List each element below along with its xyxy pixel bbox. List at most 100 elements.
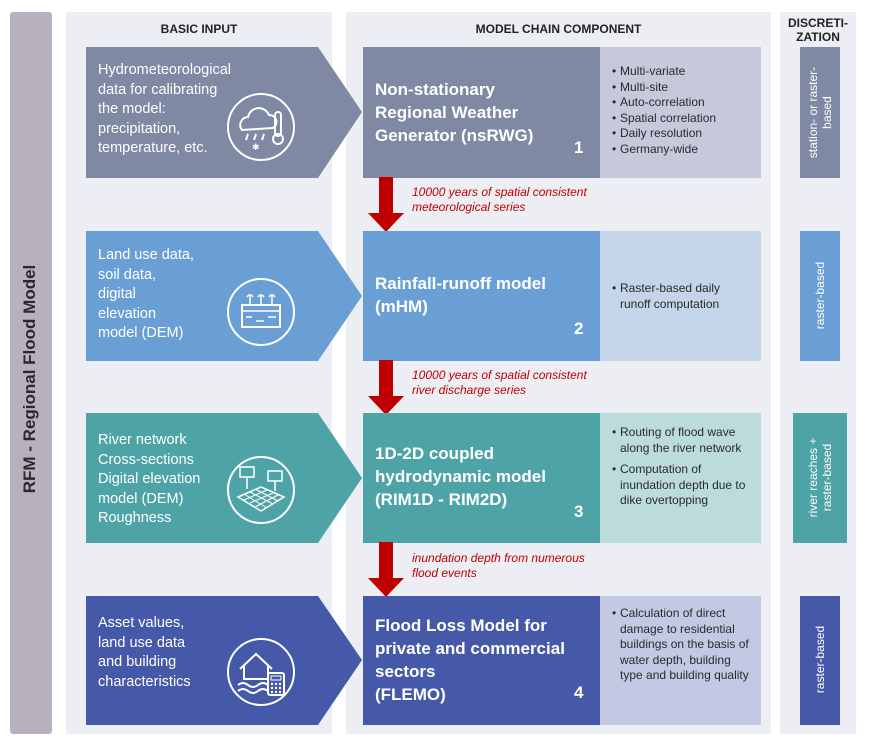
discretization-line: river reaches +	[806, 437, 820, 518]
input-box-4-shape	[86, 596, 362, 725]
component-title-4: Flood Loss Model for private and commerc…	[375, 614, 597, 706]
input-line: digital	[98, 286, 136, 302]
flow-text-2: 10000 years of spatial consistent river …	[412, 368, 712, 398]
input-line: characteristics	[98, 673, 191, 690]
component-line: Non-stationary	[375, 80, 495, 99]
discretization-line: station- or raster-	[806, 66, 820, 159]
component-number-1: 1	[574, 138, 584, 157]
component-line: (RIM1D - RIM2D)	[375, 490, 508, 509]
component-box-1	[363, 47, 600, 178]
component-details-4: Calculation of direct damage to resident…	[600, 596, 761, 725]
input-box-2-shape	[86, 231, 362, 361]
input-line: Hydrometeorological	[98, 62, 231, 78]
flow-arrow-2	[368, 360, 404, 415]
discretization-box-1: station- or raster- based	[800, 47, 840, 178]
header-model-chain: MODEL CHAIN COMPONENT	[475, 22, 642, 36]
svg-text:✱: ✱	[252, 142, 260, 152]
input-line: temperature, etc.	[98, 140, 208, 156]
discretization-box-3: river reaches + raster-based	[793, 413, 847, 543]
component-title-2: Rainfall-runoff model (mHM)	[375, 272, 590, 318]
side-title: RFM - Regional Flood Model	[20, 264, 39, 494]
discretization-box-2: raster-based	[800, 231, 840, 361]
bullet-item: Raster-based daily runoff computation	[612, 281, 751, 312]
discretization-line: raster-based	[813, 261, 827, 330]
component-box-4	[363, 596, 600, 725]
input-line: precipitation,	[98, 120, 181, 137]
bullet-item: Computation of inundation depth due to d…	[612, 462, 751, 509]
flow-line: flood events	[412, 566, 477, 580]
input-text-1: Hydrometeorological data for calibrating…	[86, 51, 306, 169]
bullet-item: Daily resolution	[612, 126, 761, 142]
input-line: elevation	[98, 305, 157, 322]
input-text-3: River network Cross-sections Digital ele…	[86, 421, 286, 539]
flow-line: river discharge series	[412, 383, 527, 397]
header-discretization-line1: DISCRETI-	[788, 16, 848, 30]
discretization-line: raster-based	[820, 443, 834, 512]
input-line: and building	[98, 654, 177, 670]
flow-line: 10000 years of spatial consistent	[412, 185, 587, 199]
input-box-1-shape	[86, 47, 362, 178]
component-number-4: 4	[574, 683, 584, 702]
bullet-item: Multi-variate	[612, 64, 761, 80]
input-text-4: Asset values, land use data and building…	[86, 604, 236, 702]
discretization-line: raster-based	[813, 625, 827, 694]
header-discretization-line2: ZATION	[796, 30, 840, 44]
component-title-3: 1D-2D coupled hydrodynamic model (RIM1D …	[375, 442, 590, 511]
flow-line: meteorological series	[412, 200, 526, 214]
bullet-item: Multi-site	[612, 80, 761, 96]
flow-line: 10000 years of spatial consistent	[412, 368, 587, 382]
input-line: Roughness	[98, 510, 172, 526]
component-details-1: Multi-variate Multi-site Auto-correlatio…	[600, 47, 761, 178]
bullet-item: Auto-correlation	[612, 95, 761, 111]
bullet-item: Routing of flood wave along the river ne…	[612, 425, 751, 456]
input-line: River network	[98, 432, 187, 448]
component-details-3: Routing of flood wave along the river ne…	[600, 413, 761, 543]
component-line: Regional Weather	[375, 103, 519, 122]
component-line: 1D-2D coupled	[375, 444, 495, 463]
discretization-label-4: raster-based	[813, 597, 827, 722]
input-line: model (DEM)	[98, 325, 184, 341]
input-text-2: Land use data, soil data, digital elevat…	[86, 236, 236, 354]
input-line: the model:	[98, 101, 166, 117]
input-line: Asset values,	[98, 615, 185, 631]
component-line: private and commercial	[375, 639, 565, 658]
side-bar	[10, 12, 52, 734]
input-line: model (DEM)	[98, 490, 184, 507]
bullet-item: Germany-wide	[612, 142, 761, 158]
flow-arrow-1	[368, 177, 404, 232]
component-line: Rainfall-runoff model	[375, 274, 546, 293]
component-line: (mHM)	[375, 297, 428, 316]
component-line: (FLEMO)	[375, 685, 446, 704]
input-line: Land use data,	[98, 247, 194, 263]
input-line: Cross-sections	[98, 451, 194, 468]
component-number-3: 3	[574, 502, 584, 521]
input-line: Digital elevation	[98, 471, 201, 487]
component-line: hydrodynamic model	[375, 467, 546, 486]
input-box-3-shape	[86, 413, 362, 543]
discretization-label-2: raster-based	[813, 233, 827, 358]
component-line: Flood Loss Model for	[375, 616, 547, 635]
component-details-2: Raster-based daily runoff computation	[600, 231, 761, 361]
component-box-2	[363, 231, 600, 361]
component-number-2: 2	[574, 319, 584, 338]
component-line: sectors	[375, 662, 436, 681]
discretization-box-4: raster-based	[800, 596, 840, 725]
discretization-line: based	[820, 96, 834, 129]
flow-text-1: 10000 years of spatial consistent meteor…	[412, 185, 712, 215]
bullet-item: Calculation of direct damage to resident…	[612, 606, 749, 684]
flow-line: inundation depth from numerous	[412, 551, 585, 565]
component-title-1: Non-stationary Regional Weather Generato…	[375, 78, 590, 147]
land-soil-icon	[227, 278, 295, 346]
discretization-label-1: station- or raster- based	[806, 50, 834, 175]
input-line: data for calibrating	[98, 81, 218, 98]
input-line: soil data,	[98, 266, 157, 283]
component-box-3	[363, 413, 600, 543]
flow-arrow-3	[368, 542, 404, 597]
terrain-grid-icon	[227, 456, 295, 524]
component-line: Generator (nsRWG)	[375, 126, 534, 145]
header-basic-input: BASIC INPUT	[160, 22, 238, 36]
header-discretization: DISCRETI- ZATION	[780, 16, 856, 44]
input-line: land use data	[98, 634, 186, 651]
flow-text-3: inundation depth from numerous flood eve…	[412, 551, 712, 581]
weather-thermometer-icon: ✱	[227, 93, 295, 161]
